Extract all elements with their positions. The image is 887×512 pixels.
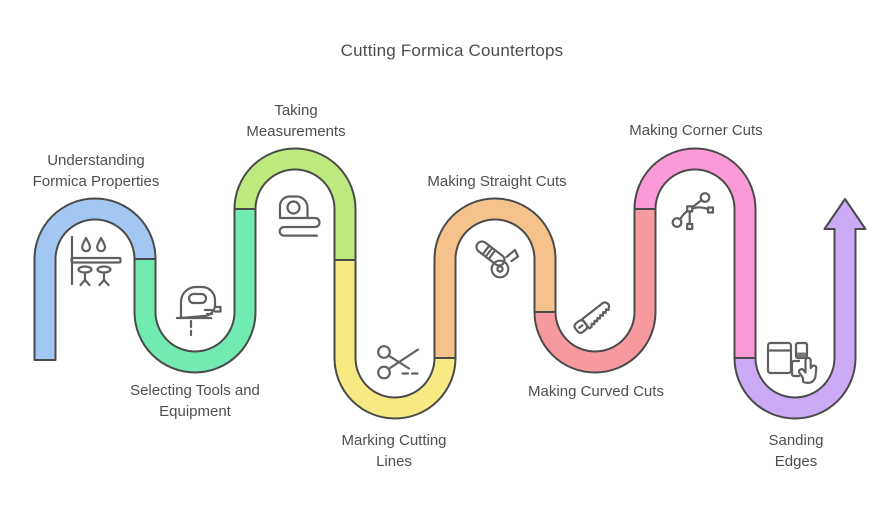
ribbon-segment-4	[333, 259, 457, 420]
ribbon-segment-5	[433, 197, 557, 359]
tape-measure-icon	[278, 195, 321, 237]
ribbon-segment-7	[633, 147, 757, 359]
step-label-understanding-formica-properties: Understanding Formica Properties	[32, 152, 160, 190]
ribbon-segment-8-arrow	[733, 198, 867, 420]
infographic-title: Cutting Formica Countertops	[340, 41, 564, 60]
ribbon-path	[33, 147, 867, 420]
step-icons	[70, 192, 818, 385]
circular-saw-icon	[475, 240, 520, 279]
ribbon-segment-2	[133, 208, 257, 374]
step-label-making-straight-cuts: Making Straight Cuts	[427, 173, 567, 190]
jigsaw-icon	[175, 285, 222, 337]
ribbon-segment-1	[33, 197, 157, 361]
step-label-making-curved-cuts: Making Curved Cuts	[528, 383, 664, 400]
step-label-sanding-edges: Sanding Edges	[768, 432, 824, 470]
step-label-taking-measurements: Taking Measurements	[246, 102, 346, 140]
step-label-marking-cutting-lines: Marking Cutting Lines	[341, 432, 447, 470]
bezier-curve-icon	[671, 192, 715, 231]
sanding-hand-icon	[766, 341, 818, 385]
handsaw-icon	[573, 301, 611, 334]
scissors-icon	[377, 345, 420, 380]
ribbon-segment-6	[533, 208, 657, 374]
step-label-making-corner-cuts: Making Corner Cuts	[629, 122, 763, 139]
countertop-icon	[70, 235, 122, 287]
step-label-selecting-tools-and-equipment: Selecting Tools and Equipment	[130, 382, 260, 420]
ribbon-segment-3	[233, 147, 357, 261]
